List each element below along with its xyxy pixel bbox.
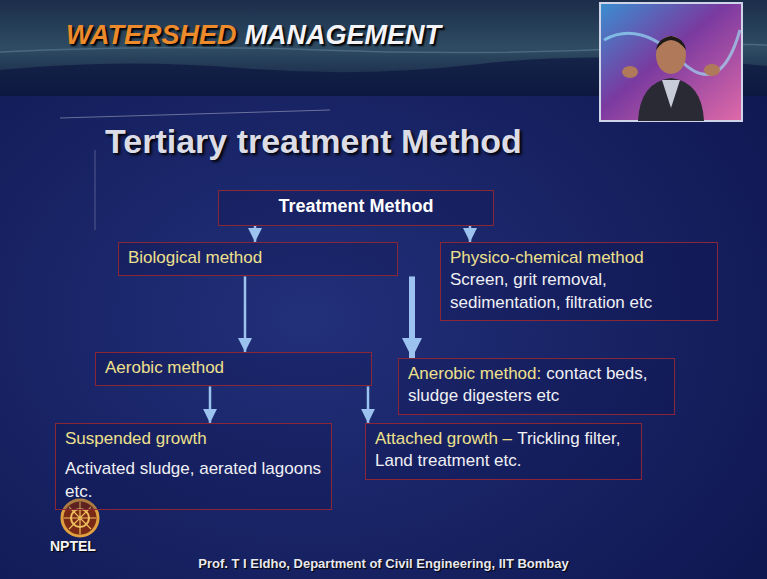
logo-text: NPTEL [50,538,96,554]
method-box: Aerobic method [95,352,372,386]
box-heading: Attached growth – [375,429,512,448]
flow-arrow [469,226,472,242]
box-body: Screen, grit removal, sedimentation, fil… [450,269,708,314]
box-heading: Aerobic method [105,357,362,379]
presenter-inset [600,3,742,121]
footer-credit: Prof. T I Eldho, Department of Civil Eng… [0,556,767,571]
method-box: Suspended growthActivated sludge, aerate… [55,423,332,510]
flow-arrow [244,276,247,352]
flow-arrow [209,386,212,422]
method-box: Biological method [118,242,398,276]
box-heading: Suspended growth [65,428,322,450]
box-heading: Treatment Method [228,195,484,219]
box-body: Activated sludge, aerated lagoons etc. [65,458,322,503]
flow-arrow [254,226,257,242]
method-box: Physico-chemical methodScreen, grit remo… [440,242,718,321]
box-heading: Anerobic method: [408,364,541,383]
method-box: Treatment Method [218,190,494,226]
glare-line [95,150,96,230]
method-box: Anerobic method:contact beds, sludge dig… [398,358,675,415]
method-box: Attached growth –Trickling filter, Land … [365,423,642,480]
slide-title: Tertiary treatment Method [105,122,522,161]
banner-word: WATERSHED [66,20,237,51]
flow-arrow [409,276,415,358]
flow-arrow [367,386,370,422]
box-heading: Biological method [128,247,388,269]
glare-line [60,110,330,118]
box-heading: Physico-chemical method [450,247,708,269]
banner-word: MANAGEMENT [245,20,442,51]
